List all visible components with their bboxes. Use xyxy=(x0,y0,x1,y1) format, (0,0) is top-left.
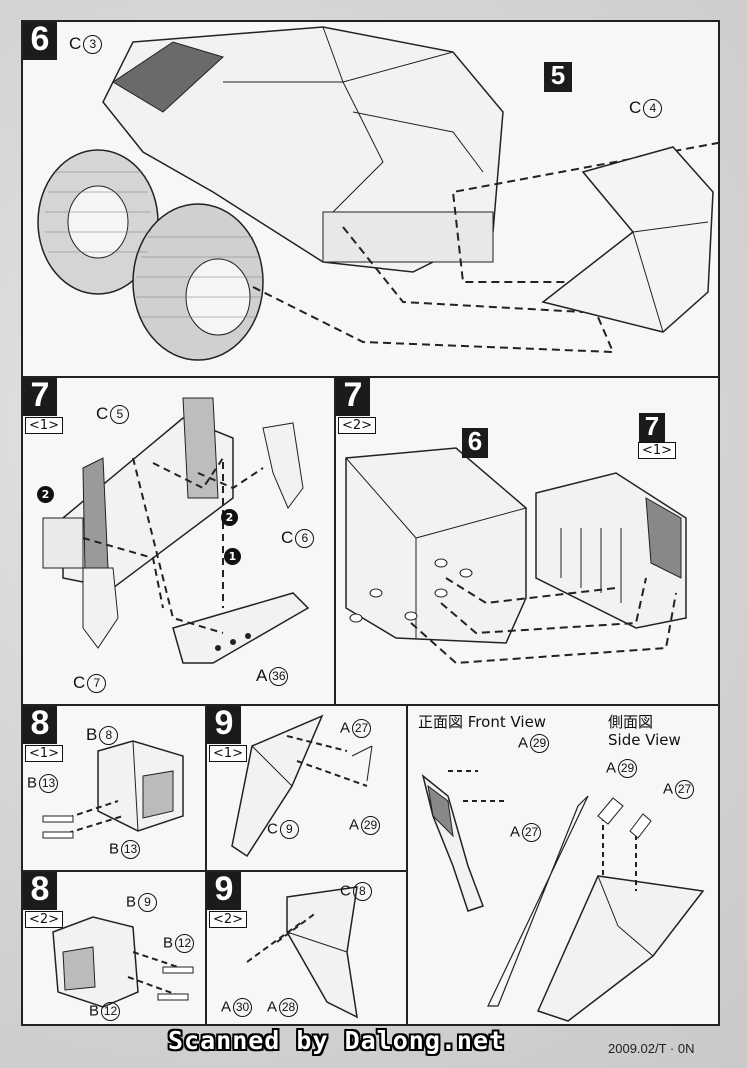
step-number: 7 xyxy=(23,378,57,416)
callout-1: 1 xyxy=(224,548,241,565)
step-reference-6: 6 xyxy=(462,428,488,458)
callout-2-right: 2 xyxy=(221,509,238,526)
step-reference-7-substep: <1> xyxy=(638,442,677,459)
step-number: 8 xyxy=(23,706,57,744)
substep-label: <2> xyxy=(25,911,64,928)
step-7-2-panel: 7 <2> 6 7 <1> xyxy=(334,376,720,706)
step-reference-5: 5 xyxy=(544,62,572,92)
side-view-title-en: Side View xyxy=(608,731,681,749)
step-number: 6 xyxy=(23,22,57,60)
substep-label: <1> xyxy=(209,745,248,762)
substep-label: <2> xyxy=(338,417,377,434)
step-number: 9 xyxy=(207,872,241,910)
side-view-title-jp: 側面図 xyxy=(608,713,654,731)
step-7-2-illustration xyxy=(345,447,687,665)
step-reference-7: 7 xyxy=(639,413,665,443)
step-6-illustration xyxy=(37,26,718,361)
callout-2-left: 2 xyxy=(37,486,54,503)
step-number: 7 xyxy=(336,378,370,416)
scanner-watermark: Scanned by Dalong.net xyxy=(168,1026,506,1055)
step-8-2-illustration xyxy=(52,916,194,1008)
step-number: 9 xyxy=(207,706,241,744)
views-illustration xyxy=(421,770,705,1022)
step-number: 8 xyxy=(23,872,57,910)
step-8-1-illustration xyxy=(42,740,184,839)
step-7-1-illustration xyxy=(42,397,310,664)
step-9-1-illustration xyxy=(231,714,373,858)
document-code: 2009.02/T · 0N xyxy=(608,1041,695,1056)
substep-label: <1> xyxy=(25,745,64,762)
substep-label: <2> xyxy=(209,911,248,928)
front-view-title: 正面図 Front View xyxy=(418,713,547,731)
substep-label: <1> xyxy=(25,417,64,434)
